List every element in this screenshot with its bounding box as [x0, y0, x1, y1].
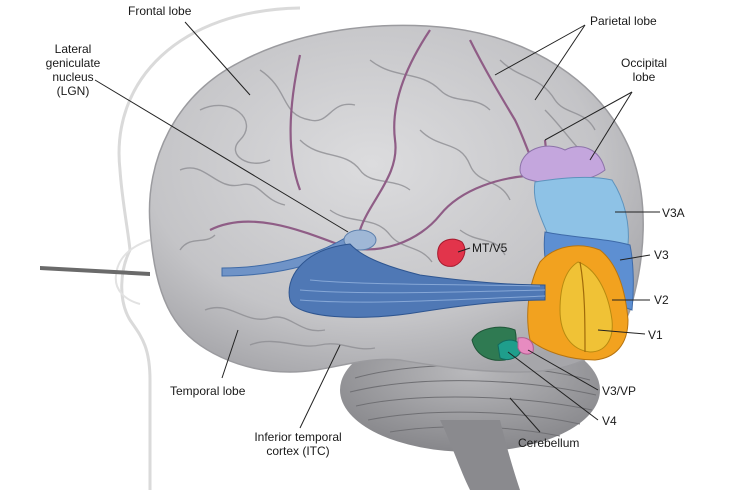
label-lgn-line4: (LGN): [56, 84, 90, 98]
label-frontal-lobe: Frontal lobe: [128, 4, 192, 18]
label-v3-vp: V3/VP: [602, 384, 637, 398]
label-v1: V1: [648, 328, 663, 342]
optic-nerve: [40, 266, 150, 276]
label-v3: V3: [654, 248, 669, 262]
lgn: [343, 229, 377, 251]
area-v3vp: [517, 337, 534, 355]
leader-lines: [94, 21, 660, 433]
label-mt-v5: MT/V5: [472, 241, 508, 255]
cerebellum-folia: [349, 365, 597, 437]
area-v1: [559, 261, 613, 353]
label-parietal-lobe: Parietal lobe: [590, 14, 657, 28]
sulci: [179, 59, 596, 350]
label-lgn-line1: Lateral: [54, 42, 92, 56]
face-profile: [114, 239, 151, 305]
label-lgn: Lateral geniculate nucleus (LGN): [38, 42, 108, 98]
label-itc: Inferior temporal cortex (ITC): [238, 430, 358, 458]
label-v4: V4: [602, 414, 617, 428]
label-v2: V2: [654, 293, 669, 307]
area-v3-purple: [519, 145, 606, 184]
label-occipital-line1: Occipital: [620, 56, 667, 70]
label-temporal-lobe: Temporal lobe: [170, 384, 246, 398]
calcarine-fold: [579, 261, 586, 353]
label-itc-line1: Inferior temporal: [254, 430, 342, 444]
head-outline: [117, 6, 301, 490]
optic-radiation-fibers: [299, 279, 546, 303]
label-occipital-lobe: Occipital lobe: [614, 56, 674, 84]
label-itc-line2: cortex (ITC): [266, 444, 330, 458]
label-cerebellum: Cerebellum: [518, 436, 580, 450]
label-occipital-line2: lobe: [632, 70, 656, 84]
label-v3a: V3A: [662, 206, 685, 220]
label-lgn-line2: geniculate: [45, 56, 101, 70]
brainstem: [440, 420, 520, 490]
label-lgn-line3: nucleus: [52, 70, 94, 84]
area-mt-v5: [437, 238, 466, 267]
